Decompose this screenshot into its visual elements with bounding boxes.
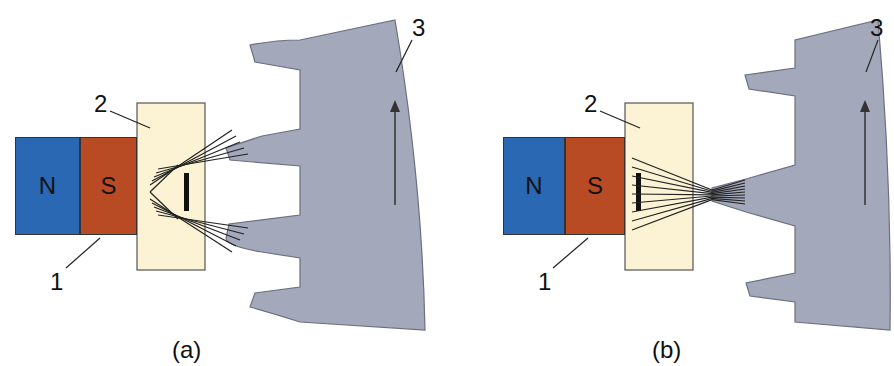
figure-label: (a) — [172, 338, 201, 362]
pole-letter: N — [525, 172, 542, 200]
field-line — [632, 176, 712, 192]
callout-number: 3 — [870, 16, 883, 40]
rotation-arrow — [864, 105, 866, 205]
field-line — [154, 142, 240, 177]
field-line — [154, 207, 240, 240]
field-line — [712, 192, 745, 195]
rotation-arrow — [394, 105, 396, 205]
field-line — [632, 158, 712, 190]
field-line — [156, 148, 244, 173]
magnet-south-pole: S — [80, 137, 137, 235]
callout-number: 2 — [94, 92, 107, 116]
leader-line — [600, 111, 640, 128]
figure-b — [553, 20, 890, 330]
field-lines — [150, 130, 248, 252]
arrow-head — [390, 100, 400, 112]
field-line — [632, 198, 712, 221]
field-line — [632, 200, 712, 230]
hall-element — [636, 173, 641, 211]
arrow-head — [860, 100, 870, 112]
magnet-north-pole: N — [15, 137, 80, 235]
field-line — [712, 180, 745, 190]
field-line — [150, 130, 232, 185]
callout-number: 1 — [50, 270, 63, 294]
field-line — [712, 195, 745, 196]
magnet-north-pole: N — [503, 137, 565, 235]
field-line — [632, 167, 712, 191]
callout-number: 2 — [584, 92, 597, 116]
pole-letter: N — [39, 172, 56, 200]
figure-a — [66, 20, 425, 330]
leader-line — [553, 238, 588, 268]
field-line — [632, 193, 712, 195]
leader-line — [866, 40, 878, 72]
toothed-wheel — [712, 20, 890, 330]
field-lines — [632, 158, 745, 230]
field-line — [158, 215, 248, 228]
pole-letter: S — [100, 172, 116, 200]
magnet-south-pole: S — [565, 137, 625, 235]
field-line — [150, 192, 178, 219]
field-line — [150, 165, 178, 192]
field-line — [632, 185, 712, 194]
toothed-wheel — [226, 20, 425, 330]
field-line — [150, 199, 232, 252]
leader-line — [110, 111, 150, 128]
field-line — [712, 200, 745, 204]
leader-line — [66, 238, 100, 268]
field-line — [156, 211, 244, 234]
callout-number: 1 — [538, 270, 551, 294]
callout-number: 3 — [412, 16, 425, 40]
field-line — [158, 154, 248, 169]
sensor-body — [137, 103, 205, 270]
figure-label: (b) — [652, 338, 681, 362]
leader-line — [396, 40, 412, 72]
hall-element — [184, 173, 189, 211]
pole-letter: S — [587, 172, 603, 200]
